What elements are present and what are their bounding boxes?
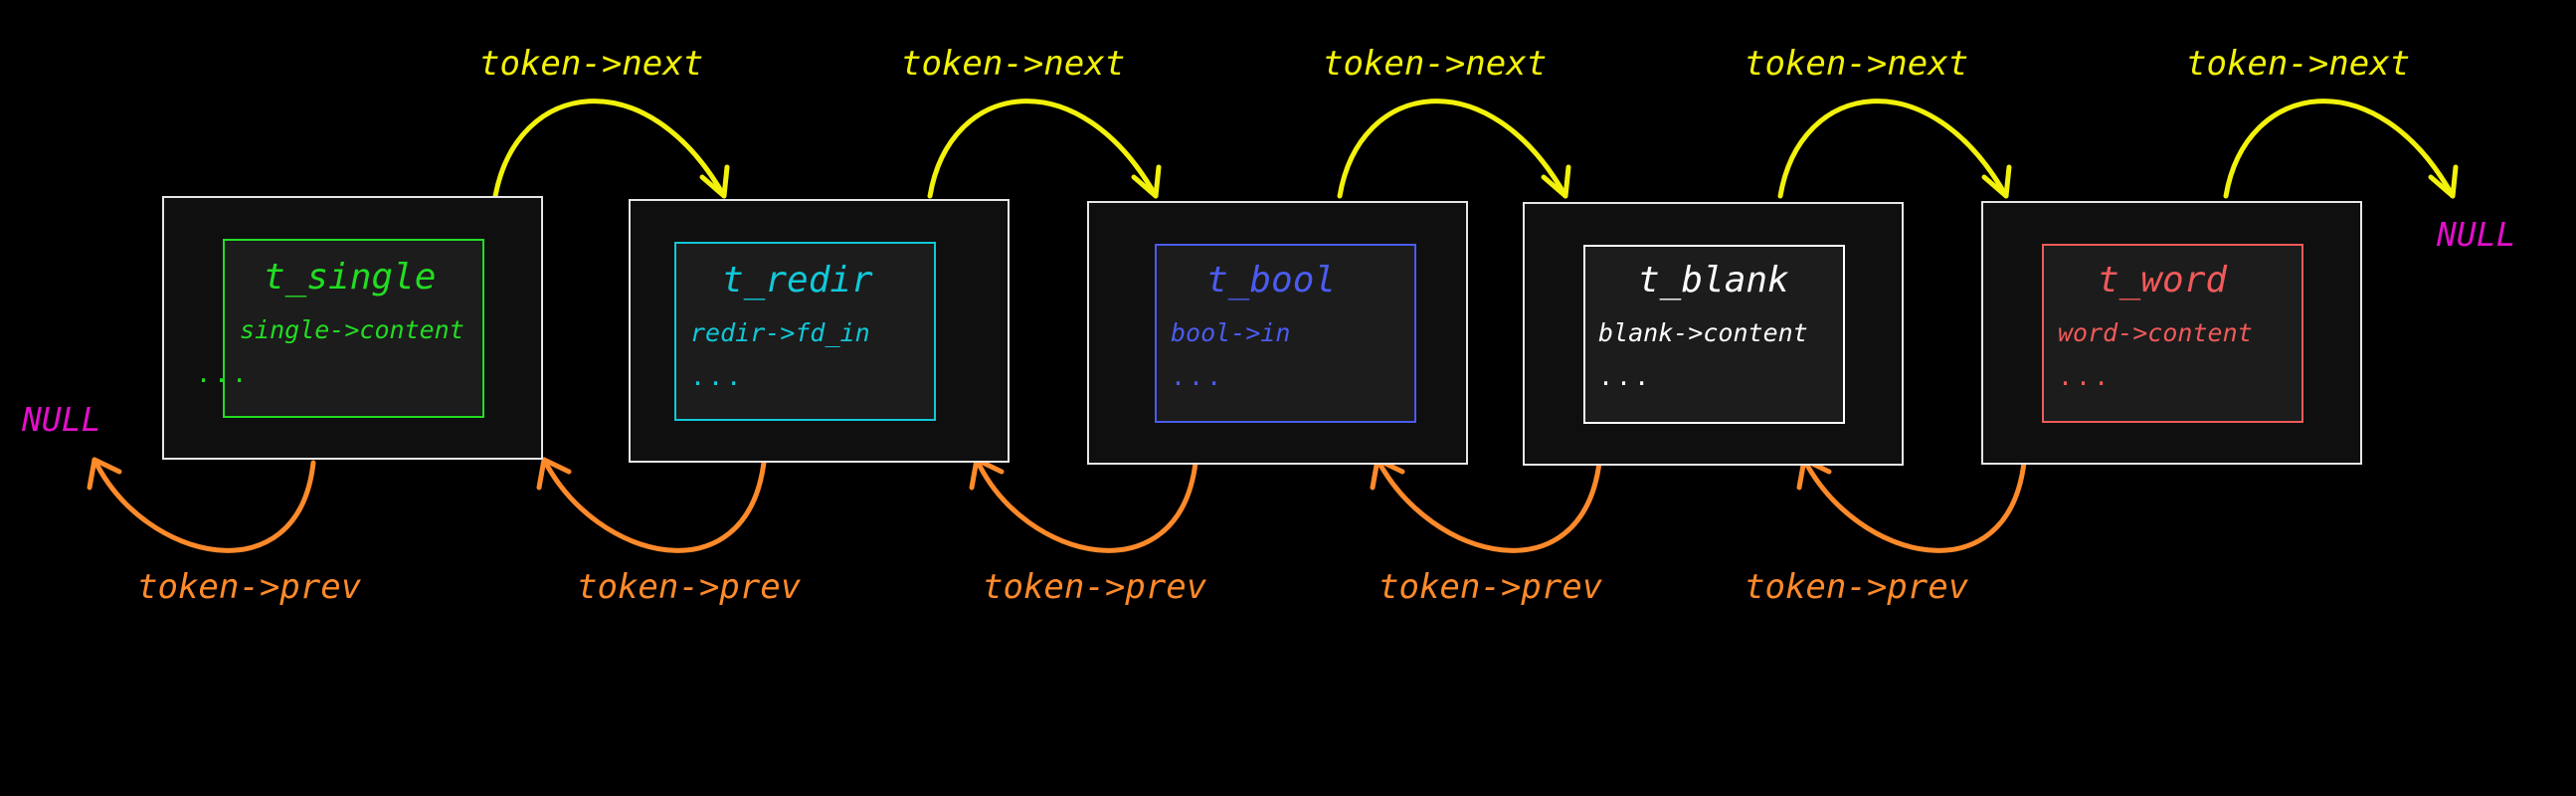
node-box-single: t_single single->content ...	[162, 196, 543, 460]
node-title-blank: t_blank	[1638, 260, 1789, 300]
node-field-word: word->content	[2058, 318, 2253, 347]
next-arrow-4	[1777, 99, 2012, 199]
node-title-bool: t_bool	[1206, 260, 1337, 300]
prev-arrow-5	[1796, 457, 2027, 553]
null-label-prev: NULL	[22, 400, 101, 439]
next-arrow-2	[927, 99, 1162, 199]
next-arrow-3	[1337, 99, 1571, 199]
prev-arrow-3	[969, 457, 1198, 553]
next-label-1: token->next	[479, 44, 704, 84]
next-label-2: token->next	[901, 44, 1126, 84]
node-more-blank: ...	[1598, 362, 1653, 391]
prev-arrow-2	[536, 457, 767, 553]
prev-label-2: token->prev	[577, 567, 802, 607]
next-label-4: token->next	[1745, 44, 1969, 84]
next-label-3: token->next	[1323, 44, 1548, 84]
node-title-single: t_single	[264, 257, 437, 298]
next-label-5: token->next	[2186, 44, 2411, 84]
prev-label-3: token->prev	[983, 567, 1207, 607]
node-box-bool: t_bool bool->in ...	[1087, 201, 1468, 465]
prev-label-5: token->prev	[1745, 567, 1969, 607]
next-arrow-1	[492, 99, 730, 199]
node-more-word: ...	[2058, 362, 2113, 391]
node-box-blank: t_blank blank->content ...	[1523, 202, 1904, 466]
next-arrow-5	[2223, 99, 2459, 199]
node-inner-blank	[1583, 245, 1845, 424]
node-inner-bool	[1155, 244, 1416, 423]
next-arrows	[492, 99, 2459, 199]
node-inner-single	[223, 239, 484, 418]
node-more-bool: ...	[1171, 362, 1225, 391]
node-title-word: t_word	[2098, 260, 2228, 300]
node-box-word: t_word word->content ...	[1981, 201, 2362, 465]
prev-arrows	[87, 457, 2027, 553]
node-more-redir: ...	[690, 362, 745, 391]
null-label-next: NULL	[2437, 215, 2516, 254]
node-inner-redir	[674, 242, 936, 421]
node-field-redir: redir->fd_in	[690, 318, 870, 347]
node-more-single: ...	[196, 359, 251, 388]
prev-arrow-1	[87, 457, 316, 553]
node-field-blank: blank->content	[1598, 318, 1808, 347]
prev-arrow-4	[1370, 457, 1602, 553]
node-title-redir: t_redir	[722, 260, 873, 300]
node-inner-word	[2042, 244, 2303, 423]
node-box-redir: t_redir redir->fd_in ...	[629, 199, 1010, 463]
prev-label-1: token->prev	[137, 567, 362, 607]
node-field-bool: bool->in	[1171, 318, 1291, 347]
node-field-single: single->content	[240, 315, 464, 344]
prev-label-4: token->prev	[1379, 567, 1603, 607]
